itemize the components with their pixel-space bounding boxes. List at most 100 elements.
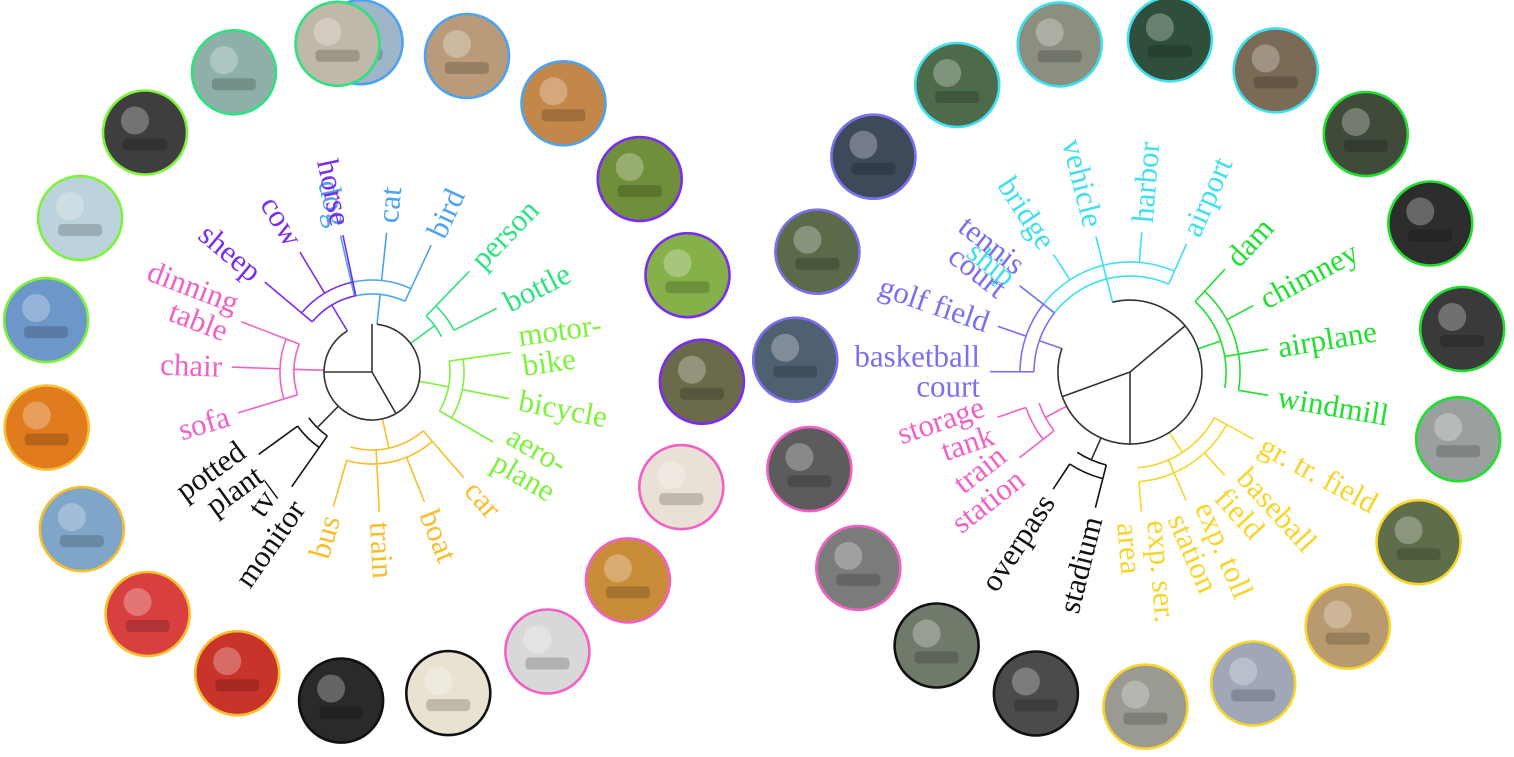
leaf-branch-horse [342, 234, 357, 296]
leaf-branch-airport [1167, 243, 1188, 285]
branch-group-train-station-storage-tank [997, 402, 1067, 459]
leaf-branch-chimney [1226, 304, 1254, 321]
branch-group-sheep-cow-horse [264, 234, 357, 332]
table-photo-icon [637, 443, 725, 531]
trunk-spoke [1129, 325, 1186, 373]
group-stem [418, 380, 449, 388]
leaf-branch-chair [232, 366, 281, 370]
leaf-branch-sheep [264, 281, 313, 323]
sofa-photo-icon [504, 608, 591, 695]
leaf-branch-bridge [1052, 254, 1071, 281]
leaf-branch-stadium [1094, 464, 1108, 508]
trunk-spoke [1062, 371, 1131, 398]
leaf-branch-vehicle [1095, 236, 1108, 280]
group-stem [331, 304, 348, 332]
train-photo-icon [104, 570, 191, 658]
group-arc-inner [451, 359, 465, 419]
group-stem [381, 418, 390, 449]
monitor-photo-icon [297, 657, 385, 744]
group-arc-inner [296, 425, 320, 449]
aerial-stadium-icon [992, 650, 1080, 737]
aerial-airplane-icon [1418, 285, 1506, 373]
dog-photo-icon [520, 60, 607, 147]
group-arc-inner [1204, 290, 1241, 391]
tree-trunk [1057, 299, 1203, 445]
leaf-branch-boat [405, 457, 426, 503]
aerial-toll-station-icon [1209, 640, 1297, 727]
leaf-branch-cow [299, 251, 326, 294]
group-arc-inner [1138, 424, 1228, 483]
leaf-branch-potted-plant [258, 425, 299, 455]
branch-group-dam-chimney-airplane-windmill [1194, 268, 1269, 397]
aerial-bridge-icon [913, 41, 1001, 129]
leaf-branch-bus [332, 460, 348, 507]
branch-group-tv-monitor-potted-plant [258, 405, 339, 488]
label-person: person [463, 192, 546, 276]
boat-photo-icon [38, 485, 126, 573]
motorbike-photo-icon [101, 89, 189, 176]
group-stem [1197, 340, 1222, 350]
group-arc-inner [435, 305, 455, 331]
label-motor-bike: motor-bike [516, 307, 608, 383]
label-boat: boat [412, 504, 465, 567]
leaf-branch-person [425, 270, 470, 317]
leaf-branch-cat [380, 232, 388, 281]
group-stem [1168, 431, 1184, 453]
aerial-windmill-icon [1414, 395, 1502, 483]
bus-photo-icon [193, 629, 281, 717]
branch-group-dog-cat-bird [339, 232, 432, 325]
branch-group-gr-tr-field-baseball-field-exp-toll-stat [1137, 417, 1254, 512]
label-potted-plant: pottedplant [169, 433, 270, 531]
leaf-branch-bicycle [462, 388, 510, 400]
leaf-branch-tv-monitor [291, 435, 328, 488]
sheep-photo-icon [658, 338, 746, 426]
group-arc [1033, 312, 1056, 372]
group-arc [1053, 275, 1170, 314]
aerial-track-field-icon [1375, 498, 1462, 586]
branch-group-sofa-chair-dinning-table [232, 321, 325, 414]
thumbnail-ring [2, 0, 746, 744]
branch-group-person-bottle [410, 270, 498, 345]
label-horse: horse [310, 156, 358, 229]
leaf-branch-golf-field [997, 325, 1027, 337]
leaf-branch-baseball-field [1203, 452, 1226, 476]
leaf-branch-exp-ser-area [1138, 481, 1143, 512]
aerial-baseball-icon [1304, 583, 1391, 670]
aerial-airport-icon [1232, 27, 1319, 114]
group-arc-inner [351, 279, 412, 290]
group-arc [1038, 402, 1055, 432]
leaf-branch-windmill [1238, 389, 1269, 397]
trunk-arc [323, 323, 421, 421]
group-arc-inner [1042, 261, 1175, 305]
leaf-branch-train-station [1018, 430, 1055, 459]
group-stem [1090, 437, 1102, 461]
leaf-branch-motor-bike [449, 351, 511, 362]
label-vehicle: vehicle [1055, 135, 1111, 230]
label-stadium: stadium [1051, 513, 1109, 617]
group-stem [1105, 278, 1114, 303]
chair-photo-icon [584, 537, 672, 624]
aerial-dam-icon [1322, 90, 1410, 178]
horse-photo-icon [596, 135, 684, 223]
label-airport: airport [1174, 151, 1240, 241]
aerial-basketball-icon [751, 316, 839, 404]
group-arc-inner [279, 338, 287, 400]
leaf-branch-harbor [1138, 232, 1143, 263]
group-stem [293, 368, 325, 372]
group-stem [1039, 339, 1063, 350]
aerial-vehicle-icon [1016, 1, 1103, 88]
label-harbor: harbor [1125, 140, 1167, 224]
leaf-branch-gr-tr-field [1213, 417, 1254, 440]
bottle-photo-icon [190, 29, 278, 116]
leaf-branch-dinning-table [241, 321, 300, 345]
label-bird: bird [419, 183, 472, 244]
label-train: train [363, 521, 401, 580]
trunk-spoke [371, 371, 397, 414]
group-stem [316, 405, 339, 429]
label-bottle: bottle [498, 256, 577, 319]
label-airplane: airplane [1275, 314, 1379, 365]
